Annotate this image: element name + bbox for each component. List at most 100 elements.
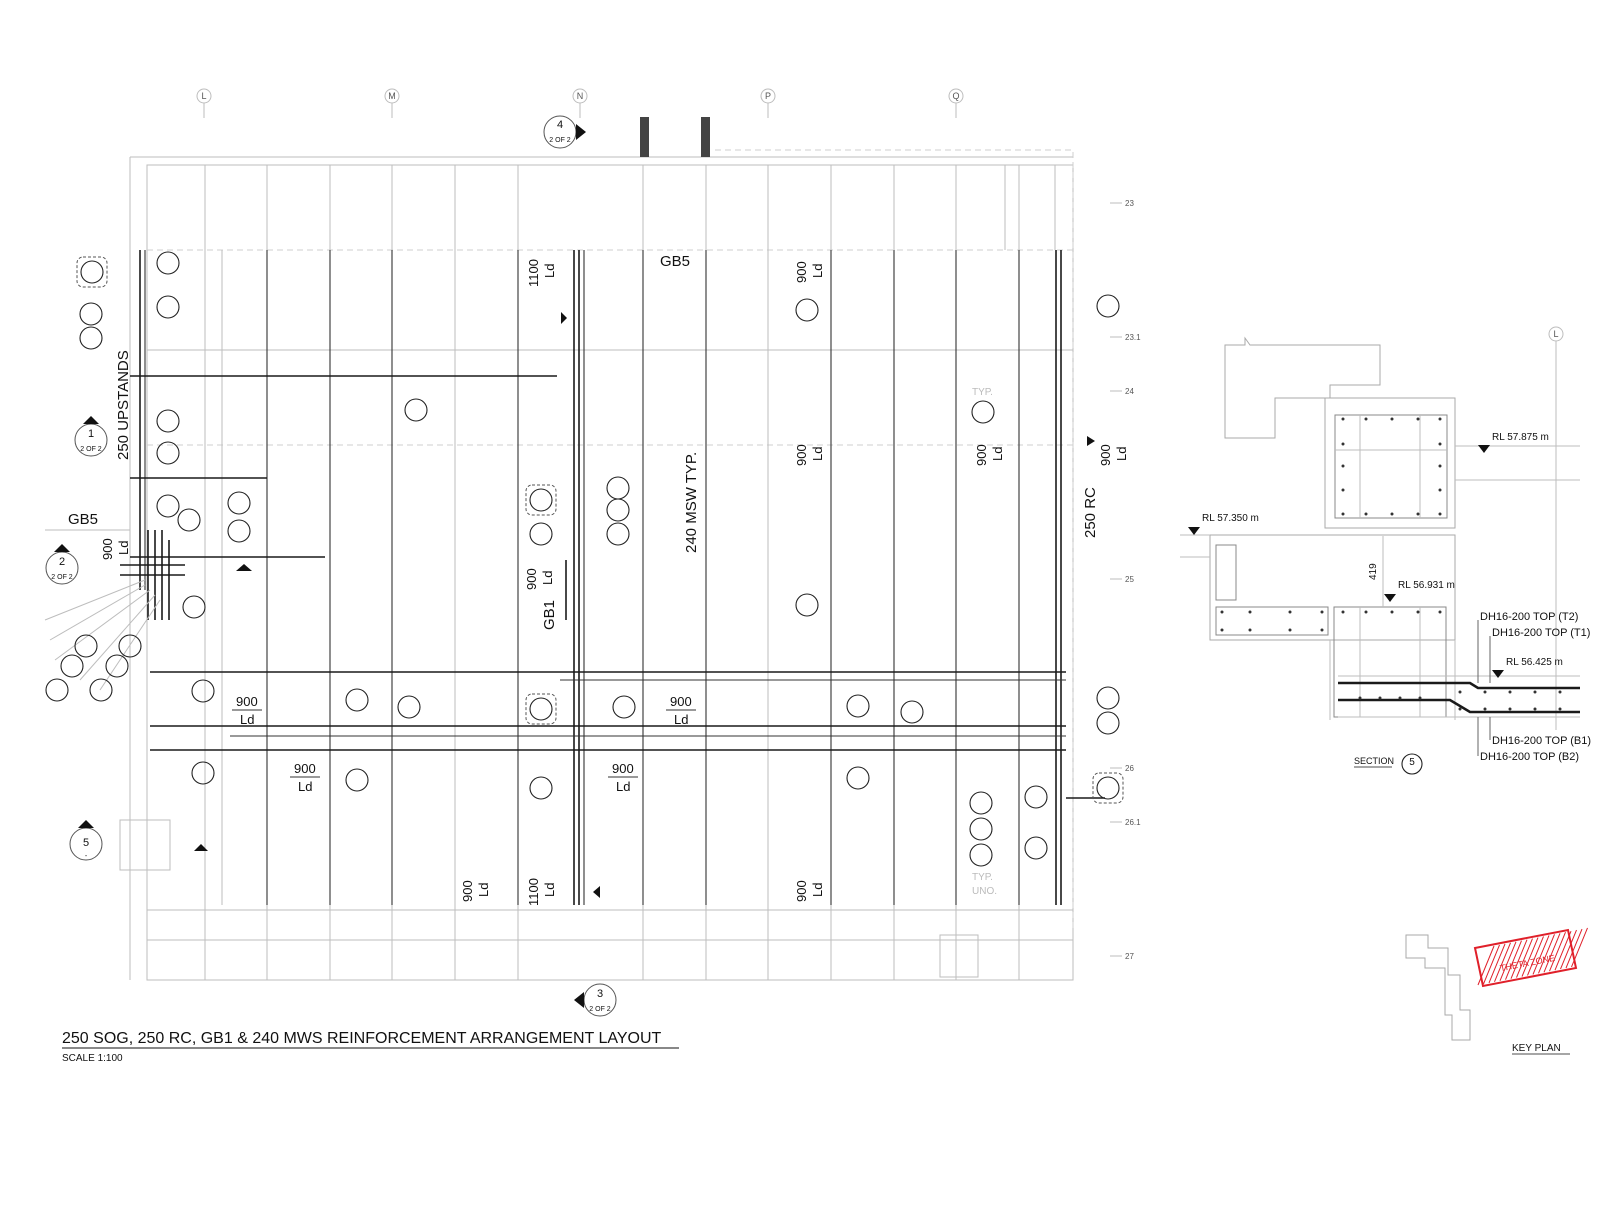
callout-circle bbox=[227, 491, 251, 515]
svg-text:900: 900 bbox=[236, 694, 258, 709]
svg-text:Ld: Ld bbox=[810, 883, 825, 897]
callout-circle bbox=[345, 768, 369, 792]
dim-900-ld-h3: 900 Ld bbox=[290, 761, 320, 794]
upstands-label: 250 UPSTANDS bbox=[115, 350, 132, 460]
svg-text:1100: 1100 bbox=[526, 878, 541, 906]
svg-text:RL 56.425 m: RL 56.425 m bbox=[1506, 657, 1563, 668]
section-marker-3[interactable]: 3 2 OF 2 bbox=[574, 983, 617, 1017]
plan-outline bbox=[119, 117, 1074, 981]
callout-circle bbox=[397, 695, 421, 719]
svg-text:4: 4 bbox=[557, 119, 563, 131]
svg-text:Ld: Ld bbox=[990, 447, 1005, 461]
svg-text:N: N bbox=[577, 91, 584, 101]
level-rl-57-875: RL 57.875 m bbox=[1478, 432, 1549, 453]
key-plan: THETA ZONE KEY PLAN bbox=[1405, 927, 1588, 1055]
grid-bubble-l: L bbox=[196, 88, 212, 118]
callout-circle bbox=[1096, 776, 1120, 800]
dim-1100-ld-top: 1100 Ld bbox=[526, 259, 557, 287]
svg-text:2 OF 2: 2 OF 2 bbox=[549, 137, 571, 144]
section-marker-1[interactable]: 1 2 OF 2 bbox=[74, 416, 108, 457]
zone-hatch-line bbox=[1516, 938, 1533, 978]
zone-hatch-line bbox=[1527, 936, 1544, 976]
callout-circle bbox=[156, 251, 180, 275]
bar-label-b1: DH16-200 TOP (B1) bbox=[1492, 735, 1591, 747]
svg-text:RL 57.350 m: RL 57.350 m bbox=[1202, 513, 1259, 524]
svg-text:27: 27 bbox=[1125, 952, 1134, 961]
callout-circle bbox=[345, 688, 369, 712]
callout-circle bbox=[1024, 785, 1048, 809]
svg-text:Ld: Ld bbox=[810, 264, 825, 278]
callout-circle bbox=[45, 678, 69, 702]
plan-labels: 250 UPSTANDS GB5 GB5 240 MSW TYP. 250 RC… bbox=[68, 253, 1099, 897]
callout-circle bbox=[795, 593, 819, 617]
svg-text:RL 57.875 m: RL 57.875 m bbox=[1492, 432, 1549, 443]
svg-text:-: - bbox=[85, 853, 88, 860]
dim-900-ld-p-mid: 900 Ld bbox=[794, 444, 825, 466]
svg-text:26: 26 bbox=[1125, 764, 1134, 773]
dim-1100-ld-bottom: 1100 Ld bbox=[526, 878, 557, 906]
callout-circle bbox=[969, 817, 993, 841]
dim-900-ld-left: 900 Ld bbox=[100, 538, 131, 560]
row-label-26-1: 26.1 bbox=[1110, 818, 1141, 827]
callout-circle bbox=[529, 522, 553, 546]
callout-circle bbox=[156, 295, 180, 319]
svg-text:2 OF 2: 2 OF 2 bbox=[80, 446, 102, 453]
svg-text:900: 900 bbox=[794, 880, 809, 902]
svg-text:1100: 1100 bbox=[526, 259, 541, 287]
gb5-label-top: GB5 bbox=[660, 253, 690, 270]
callout-circle bbox=[606, 522, 630, 546]
row-label-27: 27 bbox=[1110, 952, 1134, 961]
section-marker-4[interactable]: 4 2 OF 2 bbox=[543, 115, 586, 149]
zone-hatch-line bbox=[1532, 935, 1550, 975]
rc-label: 250 RC bbox=[1082, 487, 1099, 538]
callout-circle bbox=[156, 494, 180, 518]
zone-hatch-line bbox=[1543, 933, 1561, 973]
callout-circle bbox=[529, 488, 553, 512]
svg-text:900: 900 bbox=[100, 538, 115, 560]
callout-circle bbox=[191, 761, 215, 785]
theta-zone-highlight: THETA ZONE bbox=[1473, 927, 1588, 988]
rebar-callout-circles bbox=[45, 251, 1124, 867]
svg-text:900: 900 bbox=[294, 761, 316, 776]
svg-text:Q: Q bbox=[952, 91, 959, 101]
svg-text:L: L bbox=[201, 91, 206, 101]
callout-circle bbox=[182, 595, 206, 619]
zone-hatch-line bbox=[1488, 943, 1506, 984]
zone-hatch-line bbox=[1505, 940, 1522, 980]
callout-circle bbox=[846, 694, 870, 718]
vertical-dimension-labels: 1100 Ld 900 Ld 900 Ld 900 Ld 900 Ld 900 … bbox=[100, 259, 1129, 906]
dim-900-ld-q-mid: 900 Ld bbox=[974, 444, 1005, 466]
zone-hatch-line bbox=[1571, 927, 1588, 968]
svg-text:5: 5 bbox=[1409, 757, 1415, 768]
zone-hatch-line bbox=[1521, 937, 1539, 977]
callout-box bbox=[76, 256, 108, 288]
section-marker-5[interactable]: 5 - bbox=[69, 820, 103, 861]
grid-bubble-q: Q bbox=[948, 88, 964, 118]
callout-circle bbox=[60, 654, 84, 678]
dimension-419: 419 bbox=[1368, 536, 1384, 607]
svg-text:900: 900 bbox=[524, 568, 539, 590]
svg-text:23.1: 23.1 bbox=[1125, 333, 1141, 342]
svg-text:3: 3 bbox=[597, 988, 603, 1000]
section-title: SECTION 5 bbox=[1354, 753, 1423, 775]
uno-label: UNO. bbox=[972, 886, 997, 897]
callout-circle bbox=[105, 654, 129, 678]
drawing-title: 250 SOG, 250 RC, GB1 & 240 MWS REINFORCE… bbox=[62, 1030, 661, 1047]
callout-box bbox=[1092, 772, 1124, 804]
zone-hatch-line bbox=[1565, 928, 1583, 969]
zone-hatch-line bbox=[1560, 929, 1577, 970]
callout-circle bbox=[118, 634, 142, 658]
section-marker-2[interactable]: 2 2 OF 2 bbox=[45, 544, 79, 585]
svg-text:SECTION: SECTION bbox=[1354, 756, 1394, 766]
level-rl-56-931: RL 56.931 m bbox=[1384, 580, 1455, 602]
svg-text:900: 900 bbox=[1098, 444, 1113, 466]
row-grid-labels: 23 23.1 24 25 26 26.1 27 bbox=[1110, 199, 1141, 961]
dim-900-ld-bottom-m: 900 Ld bbox=[460, 880, 491, 902]
svg-text:Ld: Ld bbox=[616, 779, 630, 794]
grid-bubble-m: M bbox=[384, 88, 400, 118]
callout-circle bbox=[1096, 711, 1120, 735]
svg-text:THETA ZONE: THETA ZONE bbox=[1499, 953, 1556, 973]
svg-text:L: L bbox=[1553, 329, 1558, 339]
svg-text:419: 419 bbox=[1368, 563, 1379, 580]
callout-circle bbox=[1096, 686, 1120, 710]
